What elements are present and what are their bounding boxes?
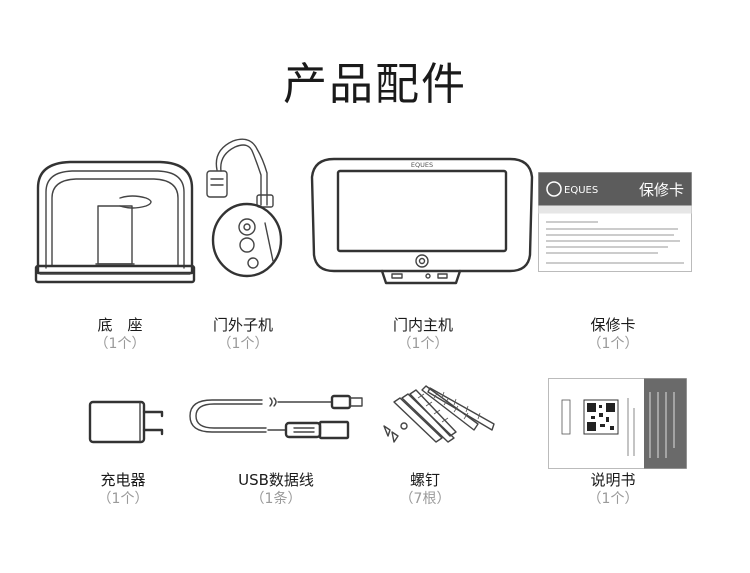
item-label-manual: 说明书 <box>590 471 636 489</box>
item-label-stand: 底 座 <box>97 316 143 334</box>
item-label-charger: 充电器 <box>100 471 146 489</box>
monitor-brand-logo: EQUES <box>411 161 433 169</box>
page-title: 产品配件 <box>283 59 467 110</box>
item-qty-warranty: （1个） <box>587 336 639 352</box>
charger-icon <box>88 398 173 448</box>
screws-icon <box>382 385 502 448</box>
card-brand-logo: EQUES <box>564 185 598 196</box>
item-qty-camera: （1个） <box>217 336 269 352</box>
item-label-camera: 门外子机 <box>212 316 273 334</box>
item-label-usb-cable: USB数据线 <box>238 471 314 489</box>
usb-cable-icon <box>188 392 368 454</box>
item-qty-screws: （7根） <box>399 491 451 507</box>
manual-icon <box>548 378 688 470</box>
stand-base-icon <box>30 158 200 288</box>
item-label-monitor: 门内主机 <box>392 316 453 334</box>
item-qty-manual: （1个） <box>587 491 639 507</box>
item-qty-charger: （1个） <box>97 491 149 507</box>
card-title: 保修卡 <box>639 181 684 199</box>
item-qty-stand: （1个） <box>94 336 146 352</box>
indoor-monitor-icon: EQUES <box>310 155 535 285</box>
warranty-card-icon: EQUES 保修卡 <box>538 172 692 272</box>
item-label-screws: 螺钉 <box>409 471 440 489</box>
item-qty-monitor: （1个） <box>397 336 449 352</box>
item-label-warranty: 保修卡 <box>590 316 636 334</box>
door-viewer-camera-icon <box>205 135 295 280</box>
item-qty-usb-cable: （1条） <box>250 491 302 507</box>
